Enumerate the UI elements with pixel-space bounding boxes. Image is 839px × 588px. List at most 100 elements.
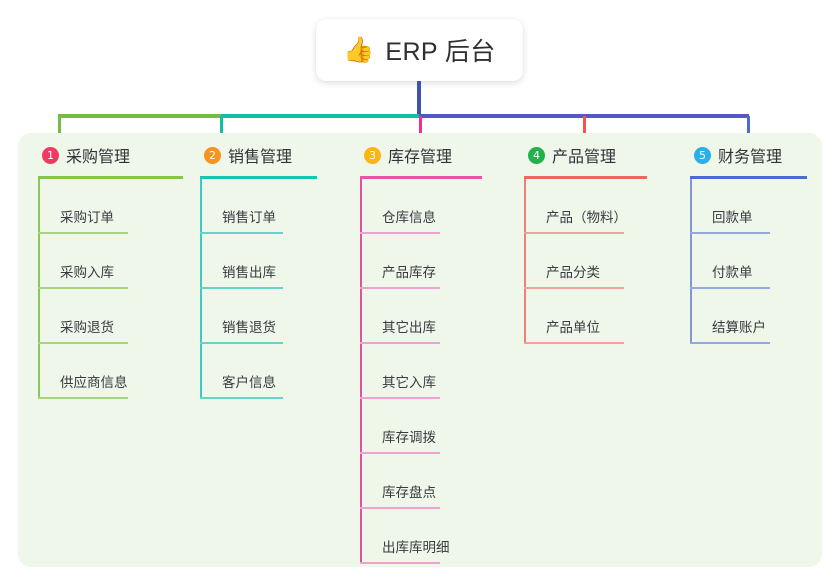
leaf-rule xyxy=(524,342,624,344)
leaf-item[interactable]: 付款单 xyxy=(690,234,807,289)
leaf-item[interactable]: 产品分类 xyxy=(524,234,647,289)
leaf-label: 产品分类 xyxy=(546,265,600,280)
drop-connector-产品管理 xyxy=(583,116,586,142)
leaf-item[interactable]: 供应商信息 xyxy=(38,344,183,399)
leaf-rule xyxy=(200,232,283,234)
thumbs-up-icon: 👍 xyxy=(343,35,375,64)
column-spine xyxy=(38,179,40,399)
leaf-rule xyxy=(690,287,770,289)
leaf-item[interactable]: 库存盘点 xyxy=(360,454,482,509)
column-title: 采购管理 xyxy=(66,149,131,166)
column-spine xyxy=(360,179,362,564)
leaf-label: 出库库明细 xyxy=(382,540,450,555)
leaf-label: 采购入库 xyxy=(60,265,114,280)
leaf-rule xyxy=(360,562,440,564)
leaf-label: 产品单位 xyxy=(546,320,600,335)
leaf-rule xyxy=(360,397,440,399)
leaf-item[interactable]: 销售退货 xyxy=(200,289,317,344)
leaf-label: 仓库信息 xyxy=(382,210,436,225)
column-title: 财务管理 xyxy=(718,149,783,166)
leaf-label: 付款单 xyxy=(712,265,753,280)
leaf-label: 其它出库 xyxy=(382,320,436,335)
column-spine xyxy=(524,179,526,344)
leaf-item[interactable]: 其它出库 xyxy=(360,289,482,344)
leaf-item[interactable]: 库存调拨 xyxy=(360,399,482,454)
leaf-label: 其它入库 xyxy=(382,375,436,390)
leaf-rule xyxy=(690,232,770,234)
leaf-label: 客户信息 xyxy=(222,375,276,390)
drop-connector-采购管理 xyxy=(58,116,61,142)
drop-connector-库存管理 xyxy=(419,116,422,142)
root-stem-connector xyxy=(417,81,421,114)
horizontal-bar-segment-2 xyxy=(221,114,421,118)
leaf-label: 采购订单 xyxy=(60,210,114,225)
column-采购管理: 1 采购管理采购订单采购入库采购退货供应商信息 xyxy=(38,142,183,399)
leaf-label: 采购退货 xyxy=(60,320,114,335)
leaf-label: 回款单 xyxy=(712,210,753,225)
leaf-item[interactable]: 采购入库 xyxy=(38,234,183,289)
leaf-rule xyxy=(38,397,128,399)
leaf-label: 销售出库 xyxy=(222,265,276,280)
leaf-label: 供应商信息 xyxy=(60,375,128,390)
column-header-rule xyxy=(38,176,183,179)
leaf-label: 产品（物料） xyxy=(546,210,627,225)
leaf-rule xyxy=(360,452,440,454)
leaf-rule xyxy=(38,232,128,234)
column-number-badge: 5 xyxy=(694,146,711,164)
column-title: 库存管理 xyxy=(388,149,453,166)
leaf-item[interactable]: 销售出库 xyxy=(200,234,317,289)
leaf-item[interactable]: 回款单 xyxy=(690,179,807,234)
drop-connector-销售管理 xyxy=(220,116,223,142)
column-销售管理: 2 销售管理销售订单销售出库销售退货客户信息 xyxy=(200,142,317,399)
leaf-rule xyxy=(38,342,128,344)
leaf-item[interactable]: 采购订单 xyxy=(38,179,183,234)
leaf-rule xyxy=(524,232,624,234)
column-header-产品管理[interactable]: 4 产品管理 xyxy=(524,142,647,168)
leaf-item[interactable]: 客户信息 xyxy=(200,344,317,399)
leaf-rule xyxy=(360,507,440,509)
leaf-item[interactable]: 销售订单 xyxy=(200,179,317,234)
leaf-item[interactable]: 采购退货 xyxy=(38,289,183,344)
leaf-rule xyxy=(200,287,283,289)
leaf-rule xyxy=(524,287,624,289)
leaf-item[interactable]: 产品库存 xyxy=(360,234,482,289)
leaf-item[interactable]: 出库库明细 xyxy=(360,509,482,564)
drop-connector-财务管理 xyxy=(747,116,750,142)
column-header-销售管理[interactable]: 2 销售管理 xyxy=(200,142,317,168)
horizontal-bar-segment-1 xyxy=(58,114,223,118)
column-number-badge: 3 xyxy=(364,146,381,164)
leaf-item[interactable]: 产品单位 xyxy=(524,289,647,344)
column-财务管理: 5 财务管理回款单付款单结算账户 xyxy=(690,142,807,344)
column-title: 销售管理 xyxy=(228,149,293,166)
column-header-财务管理[interactable]: 5 财务管理 xyxy=(690,142,807,168)
leaf-rule xyxy=(360,342,440,344)
column-number-badge: 1 xyxy=(42,146,59,164)
leaf-list: 回款单付款单结算账户 xyxy=(690,179,807,344)
leaf-rule xyxy=(360,287,440,289)
root-node[interactable]: 👍 ERP 后台 xyxy=(316,19,523,81)
leaf-item[interactable]: 结算账户 xyxy=(690,289,807,344)
leaf-list: 产品（物料） 产品分类产品单位 xyxy=(524,179,647,344)
column-number-badge: 2 xyxy=(204,146,221,164)
root-title: ERP 后台 xyxy=(385,38,496,66)
leaf-rule xyxy=(690,342,770,344)
leaf-rule xyxy=(360,232,440,234)
column-spine xyxy=(200,179,202,399)
leaf-list: 采购订单采购入库采购退货供应商信息 xyxy=(38,179,183,399)
column-产品管理: 4 产品管理产品（物料） 产品分类产品单位 xyxy=(524,142,647,344)
column-spine xyxy=(690,179,692,344)
column-库存管理: 3 库存管理仓库信息产品库存其它出库其它入库库存调拨库存盘点出库库明细 xyxy=(360,142,482,564)
diagram-panel xyxy=(18,133,822,567)
leaf-label: 销售退货 xyxy=(222,320,276,335)
column-header-rule xyxy=(360,176,482,179)
column-header-rule xyxy=(690,176,807,179)
column-header-采购管理[interactable]: 1 采购管理 xyxy=(38,142,183,168)
column-title: 产品管理 xyxy=(552,149,617,166)
column-number-badge: 4 xyxy=(528,146,545,164)
column-header-库存管理[interactable]: 3 库存管理 xyxy=(360,142,482,168)
leaf-item[interactable]: 其它入库 xyxy=(360,344,482,399)
column-header-rule xyxy=(524,176,647,179)
leaf-item[interactable]: 仓库信息 xyxy=(360,179,482,234)
leaf-label: 库存盘点 xyxy=(382,485,436,500)
leaf-item[interactable]: 产品（物料） xyxy=(524,179,647,234)
